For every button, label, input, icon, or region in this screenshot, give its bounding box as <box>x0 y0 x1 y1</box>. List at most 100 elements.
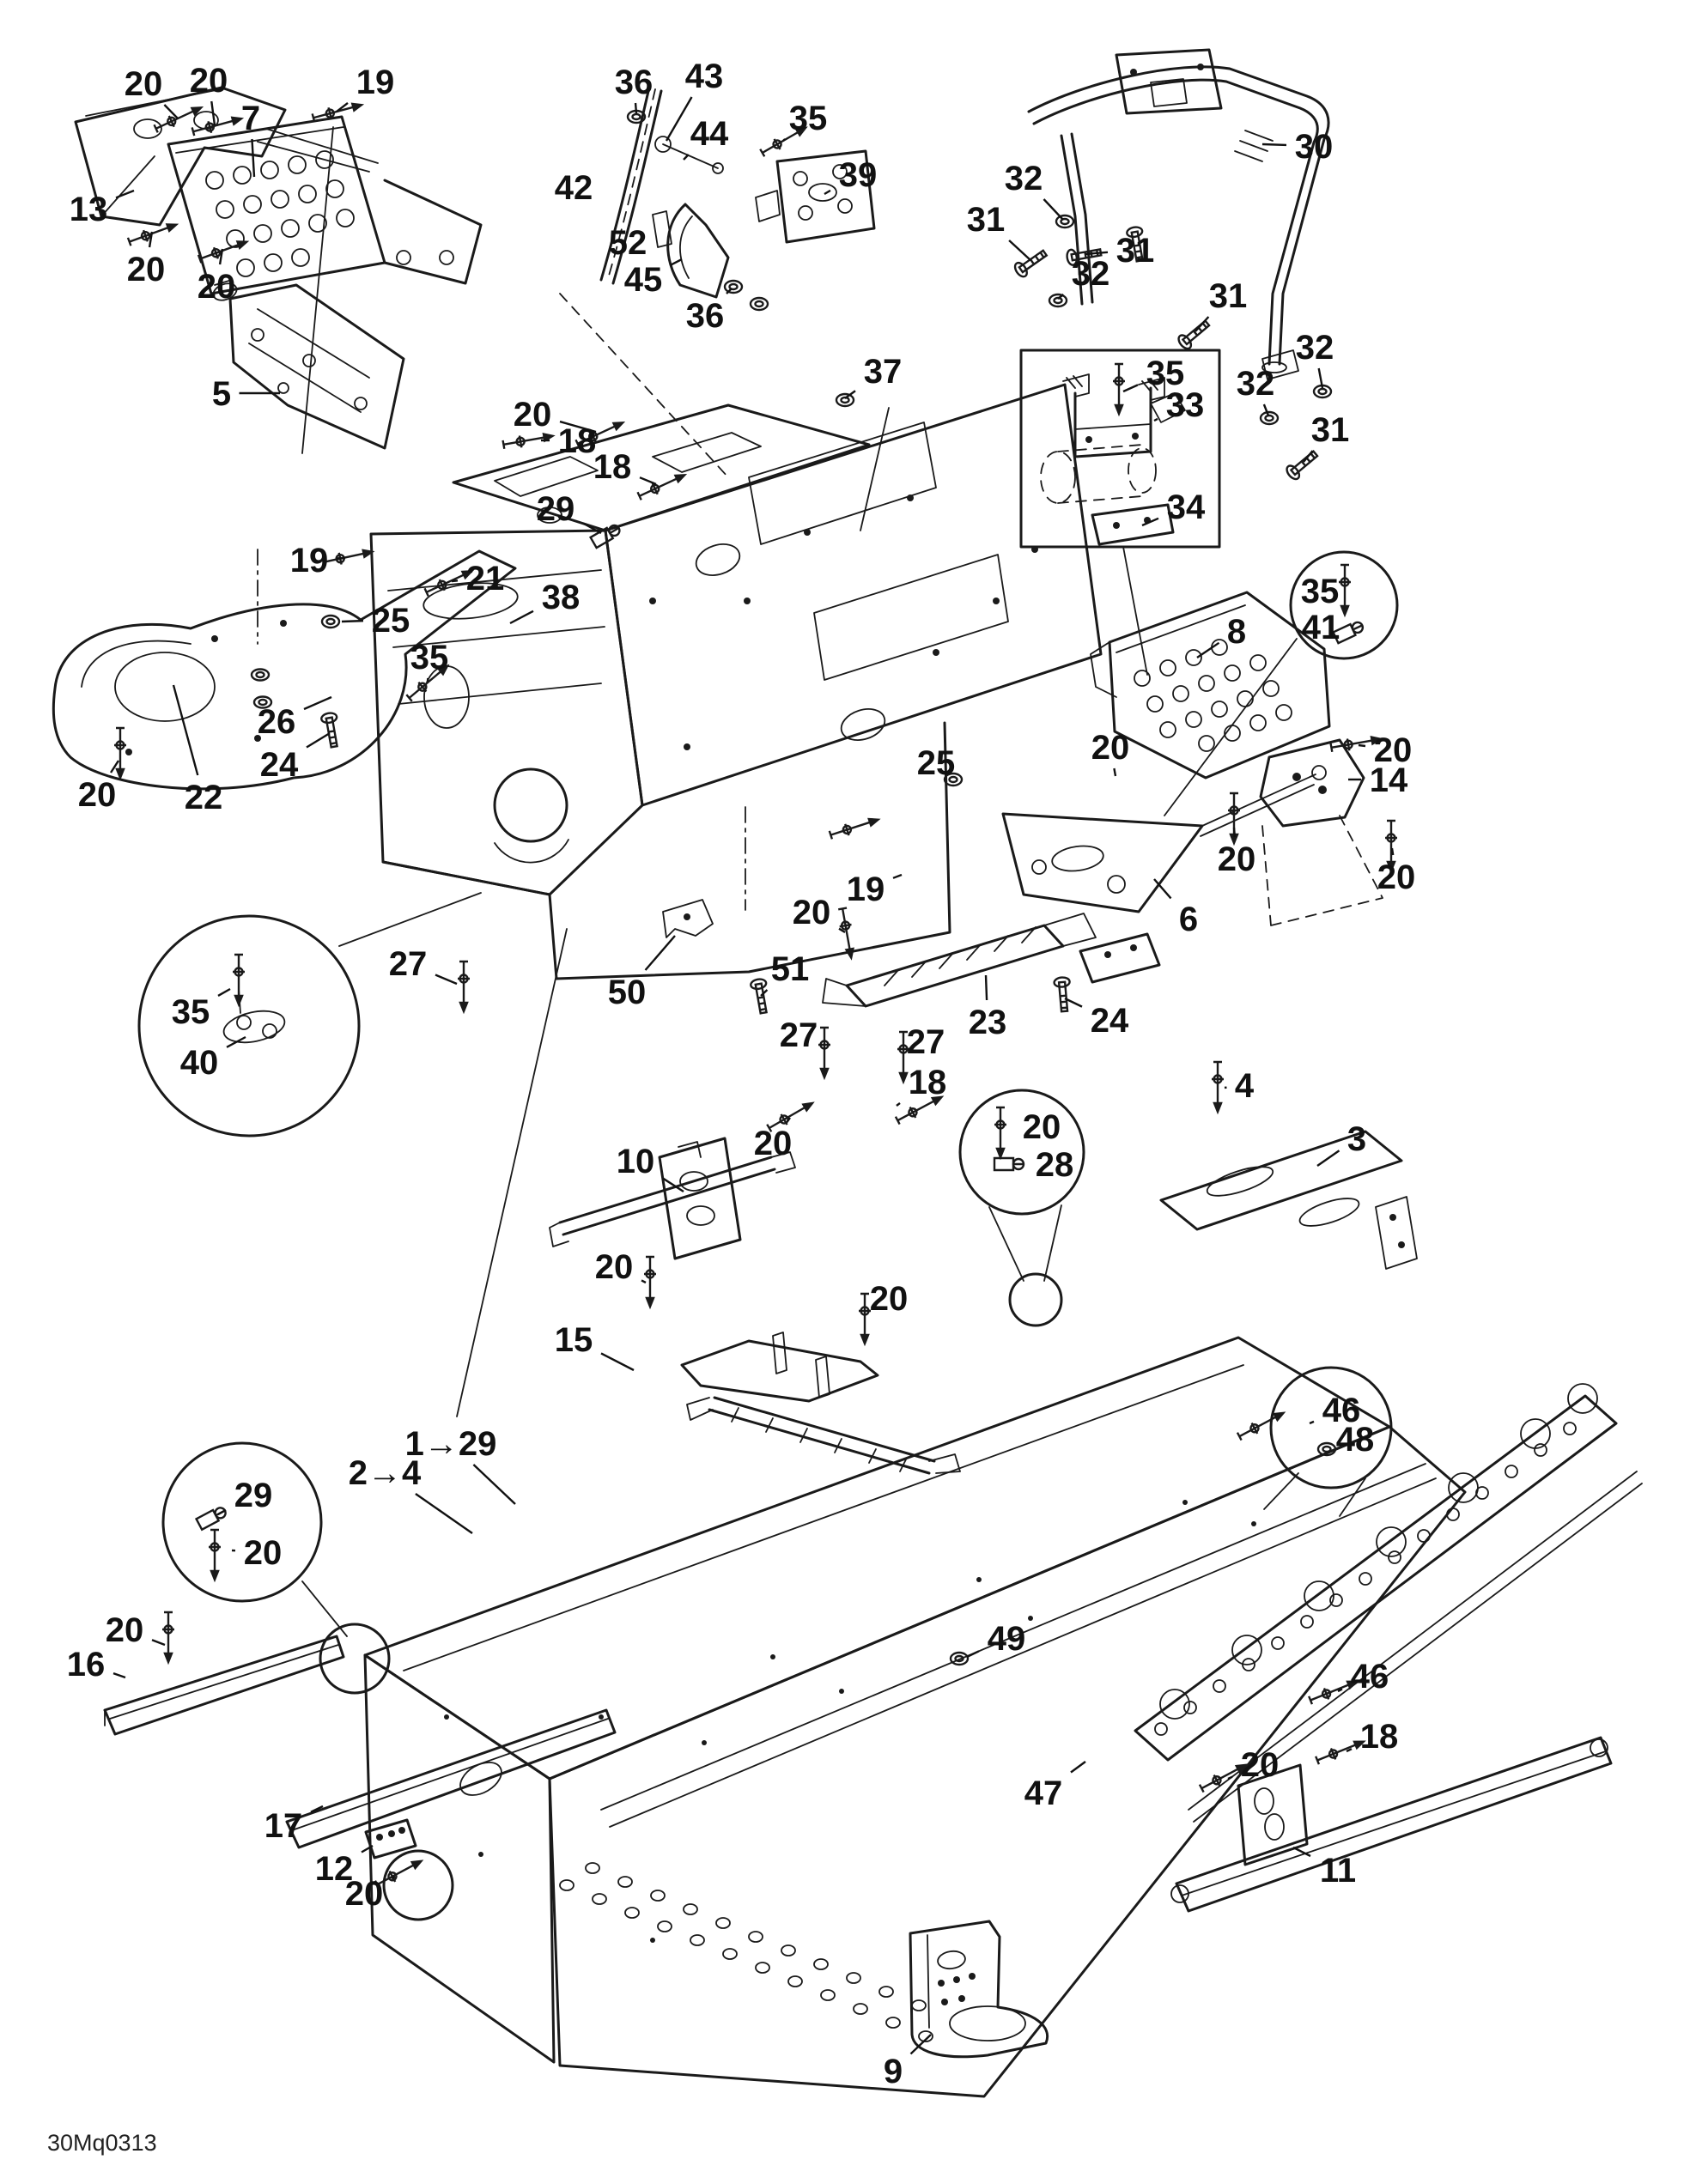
line-art <box>840 708 886 741</box>
nut-fastener-icon <box>949 1651 970 1666</box>
callout-leader <box>1346 1748 1353 1753</box>
line-art <box>658 1137 742 1260</box>
callout-43: 43 <box>685 58 724 95</box>
line-art <box>439 250 454 265</box>
line-art <box>1183 1701 1197 1714</box>
nut-fastener-icon <box>1055 214 1075 229</box>
detail-connectors-layer <box>301 546 1366 1637</box>
reinforcement-3 <box>1159 1130 1418 1270</box>
bolt-fastener-icon <box>1053 976 1071 1013</box>
callout-leader <box>1043 198 1064 221</box>
callout-5: 5 <box>212 375 231 413</box>
callout-leader <box>1085 251 1109 256</box>
callout-35: 35 <box>1146 355 1185 392</box>
callout-leader <box>1317 367 1324 389</box>
callout-20: 20 <box>125 65 163 103</box>
line-art <box>1298 1198 1360 1227</box>
callout-10: 10 <box>617 1143 655 1180</box>
line-art <box>422 582 519 620</box>
line-art <box>387 569 605 705</box>
callout-leader <box>341 619 364 623</box>
line-art <box>369 529 644 896</box>
line-art <box>403 1364 1244 1671</box>
detail-circle <box>1269 1366 1393 1489</box>
line-art <box>938 1980 945 1987</box>
line-art <box>254 735 261 742</box>
line-art <box>277 382 289 394</box>
line-art <box>114 652 216 722</box>
inset-detail-box <box>1019 349 1221 549</box>
line-art <box>770 1654 775 1659</box>
line-art <box>1264 1813 1285 1841</box>
line-art <box>308 214 327 233</box>
callout-33: 33 <box>1166 386 1205 424</box>
line-art <box>301 126 334 454</box>
line-art <box>233 166 252 185</box>
line-art <box>1181 1750 1607 1896</box>
nut-fastener-icon <box>320 614 341 629</box>
callout-35: 35 <box>172 993 210 1031</box>
main-frame <box>369 383 1103 980</box>
detail-circle <box>319 1623 391 1695</box>
callout-leader <box>1057 294 1065 300</box>
callout-20: 20 <box>198 268 236 306</box>
callout-27: 27 <box>907 1023 945 1061</box>
line-art <box>941 1999 948 2005</box>
line-art <box>251 328 264 342</box>
line-art <box>103 1635 345 1736</box>
callout-leader <box>217 987 231 997</box>
line-art <box>1185 711 1202 728</box>
pin-fastener-icon <box>374 1859 424 1890</box>
line-art <box>1115 48 1223 115</box>
line-art <box>650 1938 655 1943</box>
line-art <box>666 203 730 299</box>
pin-fastener-icon <box>766 1101 815 1132</box>
line-art <box>657 1920 672 1932</box>
line-art <box>1128 447 1157 494</box>
line-art <box>1172 685 1189 702</box>
line-art <box>650 1890 666 1902</box>
washer-fastener-icon <box>252 695 273 709</box>
callout-37: 37 <box>864 353 903 391</box>
line-art <box>680 1339 879 1403</box>
nut-fastener-icon <box>749 296 769 312</box>
line-art <box>1085 436 1092 443</box>
callout-20: 20 <box>78 776 117 814</box>
line-art <box>1292 773 1301 781</box>
line-art <box>1262 680 1280 697</box>
nut-fastener-icon <box>723 279 744 294</box>
line-art <box>1159 1130 1403 1231</box>
pin-fastener-icon <box>894 1095 945 1125</box>
line-art <box>1261 361 1287 373</box>
line-art <box>1311 765 1327 780</box>
line-art <box>1200 774 1316 837</box>
callout-leader <box>310 1805 324 1813</box>
callout-leader <box>472 1464 516 1505</box>
pin-fastener-icon <box>502 433 556 449</box>
line-art <box>1318 786 1327 794</box>
callout-12: 12 <box>315 1850 354 1888</box>
detail-circle <box>1289 550 1399 660</box>
line-art <box>1090 604 1246 698</box>
line-art <box>731 1407 908 1472</box>
line-art <box>686 1205 715 1226</box>
pin-fastener-icon <box>1315 1740 1366 1765</box>
line-art <box>837 198 853 214</box>
line-art <box>600 1463 1437 1828</box>
detail-connector <box>1122 546 1148 676</box>
fender-22 <box>52 549 517 791</box>
line-art <box>722 1948 738 1960</box>
callout-leader <box>226 1035 246 1048</box>
line-art <box>325 179 344 198</box>
line-art <box>1073 386 1152 458</box>
bracket-9 <box>909 1920 1049 2059</box>
detail-connector <box>1043 1204 1062 1282</box>
line-art <box>354 397 368 410</box>
line-art <box>1079 932 1161 984</box>
line-art <box>1074 423 1152 430</box>
callout-leader <box>1390 847 1395 856</box>
callout-leader <box>824 189 831 196</box>
callout-leader <box>303 695 332 711</box>
line-art <box>1259 738 1365 828</box>
line-art <box>1066 375 1158 392</box>
